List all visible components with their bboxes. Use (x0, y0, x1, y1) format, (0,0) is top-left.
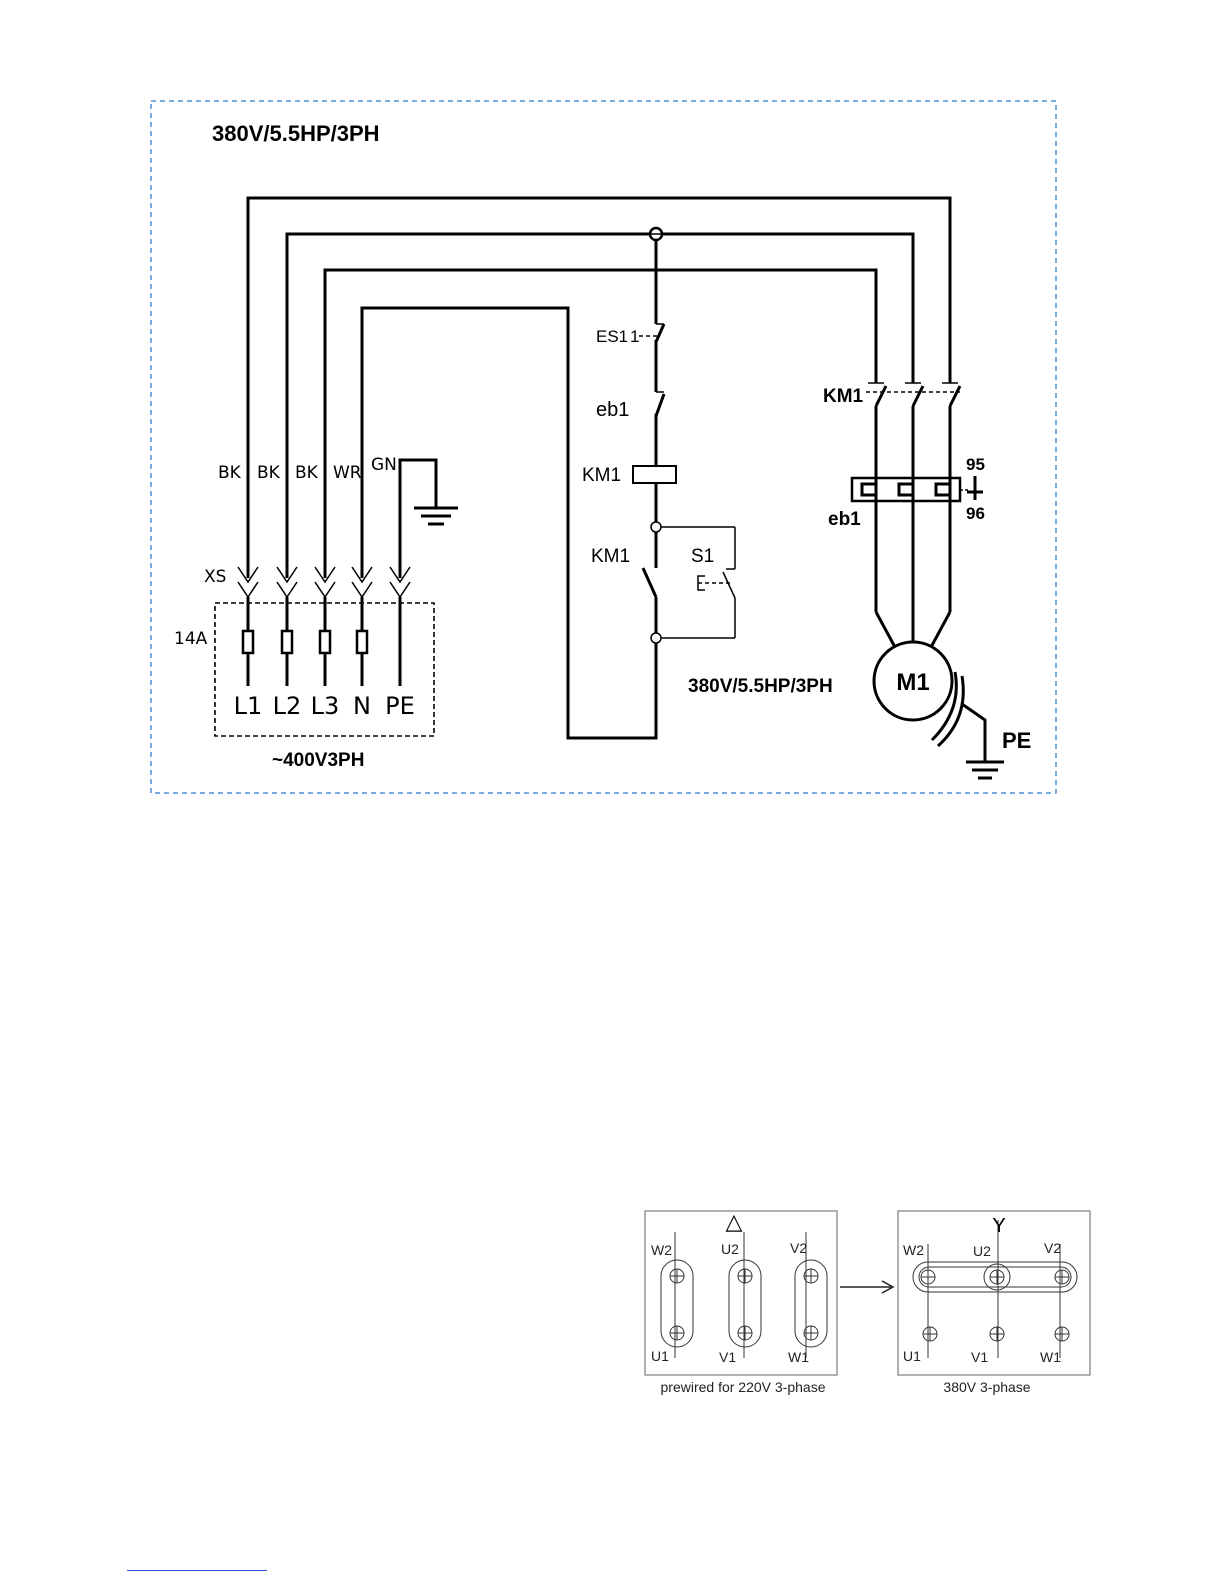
star-top-u2: U2 (973, 1243, 991, 1259)
delta-bottom-w1: W1 (788, 1349, 809, 1365)
s1-contact (723, 572, 735, 598)
eb1-relay-label: eb1 (828, 509, 861, 530)
fuses (243, 631, 367, 653)
terminal-l1: L1 (234, 692, 263, 720)
eb1-control-contact (656, 394, 664, 416)
star-bottom-u1: U1 (903, 1348, 921, 1364)
star-top-w2: W2 (903, 1242, 924, 1258)
header-title: 380V/5.5HP/3PH (212, 121, 380, 146)
motor-label: M1 (896, 669, 929, 696)
star-symbol: Y (992, 1215, 1005, 1237)
km1-main-label: KM1 (823, 386, 864, 407)
connector-label: XS (204, 567, 226, 587)
wire-color-5: GN (371, 455, 397, 475)
wire-color-4: WR (333, 463, 362, 483)
eb1-thermal-relay (852, 476, 983, 501)
terminal-l2: L2 (273, 692, 302, 720)
delta-top-u2: U2 (721, 1241, 739, 1257)
km1-aux-contact (643, 568, 656, 597)
star-bottom-v1: V1 (971, 1349, 988, 1365)
supply-label: ~400V3PH (272, 750, 364, 771)
wire-l3 (325, 270, 876, 578)
wire-color-3: BK (295, 463, 319, 483)
svg-text:1: 1 (630, 327, 639, 346)
star-bottom-w1: W1 (1040, 1349, 1061, 1365)
relay-pin-96: 96 (966, 504, 985, 523)
km1-coil-label: KM1 (582, 465, 621, 486)
footer-link-underline (127, 1570, 267, 1571)
delta-caption: prewired for 220V 3-phase (661, 1379, 826, 1395)
delta-bottom-v1: V1 (719, 1349, 736, 1365)
km1-main-contacts (866, 383, 960, 406)
wire-color-2: BK (257, 463, 281, 483)
km1-aux-label: KM1 (591, 546, 630, 567)
star-top-v2: V2 (1044, 1240, 1061, 1256)
es1-label: ES1 (596, 327, 628, 346)
terminal-l3: L3 (311, 692, 340, 720)
wire-color-1: BK (218, 463, 242, 483)
terminal-pe: PE (385, 692, 415, 720)
es1-contact (656, 324, 664, 342)
s1-label: S1 (691, 546, 714, 567)
star-caption: 380V 3-phase (943, 1379, 1030, 1395)
km1-coil (633, 466, 676, 483)
delta-symbol: △ (726, 1209, 743, 1234)
eb1-control-label: eb1 (596, 399, 629, 421)
motor-rating: 380V/5.5HP/3PH (688, 676, 833, 697)
terminal-n: N (353, 692, 371, 720)
delta-bottom-u1: U1 (651, 1348, 669, 1364)
wire-n (362, 308, 656, 738)
delta-top-w2: W2 (651, 1242, 672, 1258)
fuse-rating: 14A (174, 629, 208, 649)
delta-top-v2: V2 (790, 1240, 807, 1256)
motor-ground-label: PE (1002, 728, 1031, 753)
relay-pin-95: 95 (966, 455, 985, 474)
